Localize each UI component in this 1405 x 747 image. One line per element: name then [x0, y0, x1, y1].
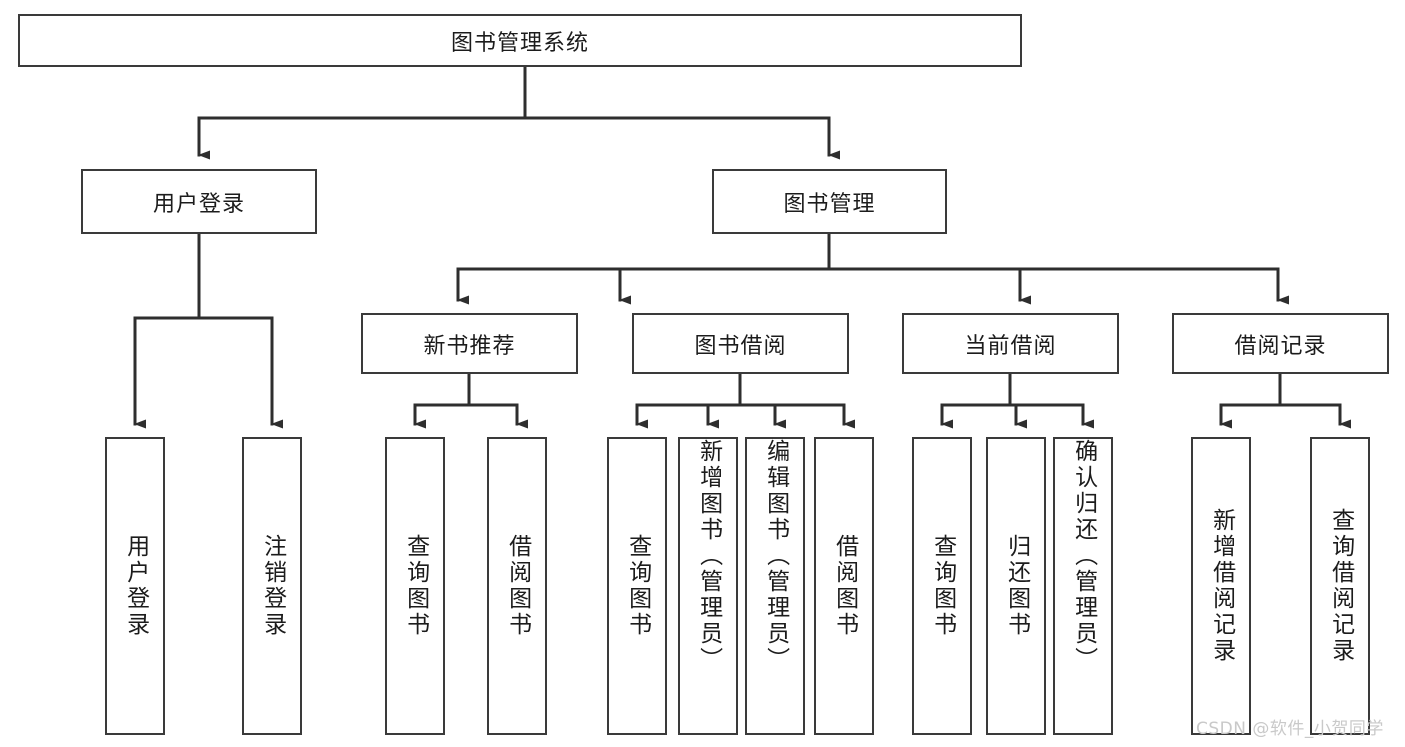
- node-leaf-confirm-return-admin: 确认归还（管理员）: [1053, 437, 1113, 735]
- node-leaf-borrow-book-1-label: 借阅图书: [504, 534, 531, 638]
- node-leaf-query-book-3: 查询图书: [912, 437, 972, 735]
- node-leaf-query-borrow-record: 查询借阅记录: [1310, 437, 1370, 735]
- node-leaf-query-book-1-label: 查询图书: [402, 534, 429, 638]
- node-current-borrow: 当前借阅: [902, 313, 1119, 374]
- node-book-borrow-label: 图书借阅: [694, 333, 787, 359]
- node-leaf-user-logout-label: 注销登录: [259, 534, 286, 638]
- node-new-book-recommend: 新书推荐: [361, 313, 578, 374]
- node-user-login-label: 用户登录: [152, 191, 245, 217]
- node-leaf-borrow-book-1: 借阅图书: [487, 437, 547, 735]
- node-current-borrow-label: 当前借阅: [964, 333, 1057, 359]
- node-leaf-edit-book-admin: 编辑图书（管理员）: [745, 437, 805, 735]
- node-leaf-user-login: 用户登录: [105, 437, 165, 735]
- node-leaf-borrow-book-2-label: 借阅图书: [831, 534, 858, 638]
- node-root: 图书管理系统: [18, 14, 1022, 67]
- node-book-borrow: 图书借阅: [632, 313, 849, 374]
- node-book-manage: 图书管理: [712, 169, 947, 234]
- node-leaf-confirm-return-admin-label: 确认归还（管理员）: [1070, 439, 1097, 673]
- node-user-login: 用户登录: [81, 169, 317, 234]
- node-root-label: 图书管理系统: [450, 30, 589, 56]
- node-leaf-add-book-admin: 新增图书（管理员）: [678, 437, 738, 735]
- node-leaf-return-book-label: 归还图书: [1003, 534, 1030, 638]
- node-leaf-user-logout: 注销登录: [242, 437, 302, 735]
- node-borrow-record: 借阅记录: [1172, 313, 1389, 374]
- node-borrow-record-label: 借阅记录: [1234, 333, 1327, 359]
- node-leaf-borrow-book-2: 借阅图书: [814, 437, 874, 735]
- node-leaf-query-book-2-label: 查询图书: [624, 534, 651, 638]
- node-leaf-return-book: 归还图书: [986, 437, 1046, 735]
- node-book-manage-label: 图书管理: [783, 191, 876, 217]
- node-new-book-recommend-label: 新书推荐: [423, 333, 516, 359]
- node-leaf-query-book-1: 查询图书: [385, 437, 445, 735]
- node-leaf-query-borrow-record-label: 查询借阅记录: [1327, 508, 1354, 664]
- node-leaf-query-book-3-label: 查询图书: [929, 534, 956, 638]
- node-leaf-user-login-label: 用户登录: [122, 534, 149, 638]
- csdn-watermark: CSDN @软件_小贺同学: [1196, 719, 1384, 739]
- node-leaf-add-borrow-record: 新增借阅记录: [1191, 437, 1251, 735]
- node-leaf-query-book-2: 查询图书: [607, 437, 667, 735]
- node-leaf-add-borrow-record-label: 新增借阅记录: [1208, 508, 1235, 664]
- node-leaf-edit-book-admin-label: 编辑图书（管理员）: [762, 439, 789, 673]
- node-leaf-add-book-admin-label: 新增图书（管理员）: [695, 439, 722, 673]
